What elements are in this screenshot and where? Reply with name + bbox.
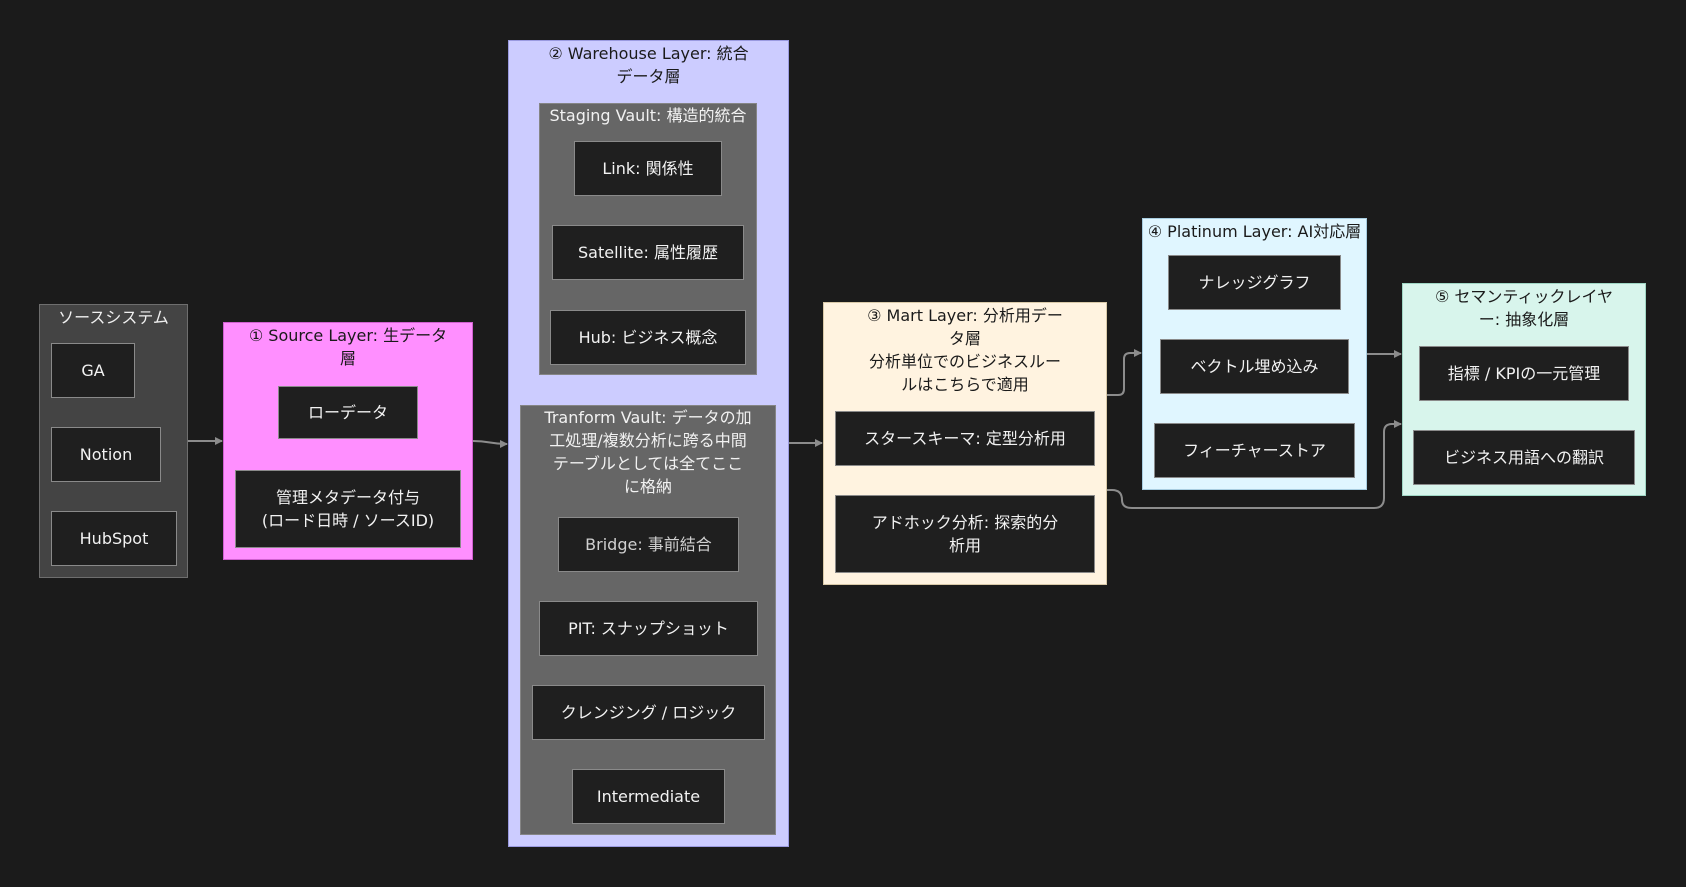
node-business-terms[interactable]: ビジネス用語への翻訳 <box>1413 430 1635 485</box>
transform-vault-title: Tranform Vault: データの加 工処理/複数分析に跨る中間 テーブル… <box>544 408 752 496</box>
node-star-schema[interactable]: スタースキーマ: 定型分析用 <box>835 411 1095 466</box>
node-hubspot[interactable]: HubSpot <box>51 511 177 566</box>
node-bridge[interactable]: Bridge: 事前結合 <box>558 517 739 572</box>
node-cleansing-logic[interactable]: クレンジング / ロジック <box>532 685 765 740</box>
node-notion[interactable]: Notion <box>51 427 161 482</box>
node-knowledge-graph[interactable]: ナレッジグラフ <box>1168 255 1341 310</box>
node-intermediate[interactable]: Intermediate <box>572 769 725 824</box>
node-pit[interactable]: PIT: スナップショット <box>539 601 758 656</box>
node-satellite[interactable]: Satellite: 属性履歴 <box>552 225 744 280</box>
node-admin-metadata[interactable]: 管理メタデータ付与 (ロード日時 / ソースID) <box>235 470 461 548</box>
semantic-layer-title: ⑤ セマンティックレイヤ ー: 抽象化層 <box>1435 287 1613 329</box>
node-raw-data[interactable]: ローデータ <box>278 386 418 439</box>
node-link[interactable]: Link: 関係性 <box>574 141 722 196</box>
node-kpi-management[interactable]: 指標 / KPIの一元管理 <box>1419 346 1629 401</box>
warehouse-layer-title: ② Warehouse Layer: 統合 データ層 <box>548 44 749 86</box>
edge-mart-to-platinum <box>1107 349 1142 396</box>
mart-layer-title: ③ Mart Layer: 分析用デー タ層 分析単位でのビジネスルー ルはこち… <box>867 306 1063 394</box>
edge-source-layer-to-warehouse <box>472 439 508 448</box>
node-hub[interactable]: Hub: ビジネス概念 <box>550 310 746 365</box>
platinum-layer-title: ④ Platinum Layer: AI対応層 <box>1147 222 1362 241</box>
source-systems-title: ソースシステム <box>58 308 169 327</box>
node-adhoc-analysis[interactable]: アドホック分析: 探索的分 析用 <box>835 495 1095 573</box>
staging-vault-title: Staging Vault: 構造的統合 <box>549 106 747 125</box>
node-ga[interactable]: GA <box>51 343 135 398</box>
node-vector-embedding[interactable]: ベクトル埋め込み <box>1160 339 1349 394</box>
source-layer-title: ① Source Layer: 生データ 層 <box>248 326 448 368</box>
node-feature-store[interactable]: フィーチャーストア <box>1154 423 1355 478</box>
